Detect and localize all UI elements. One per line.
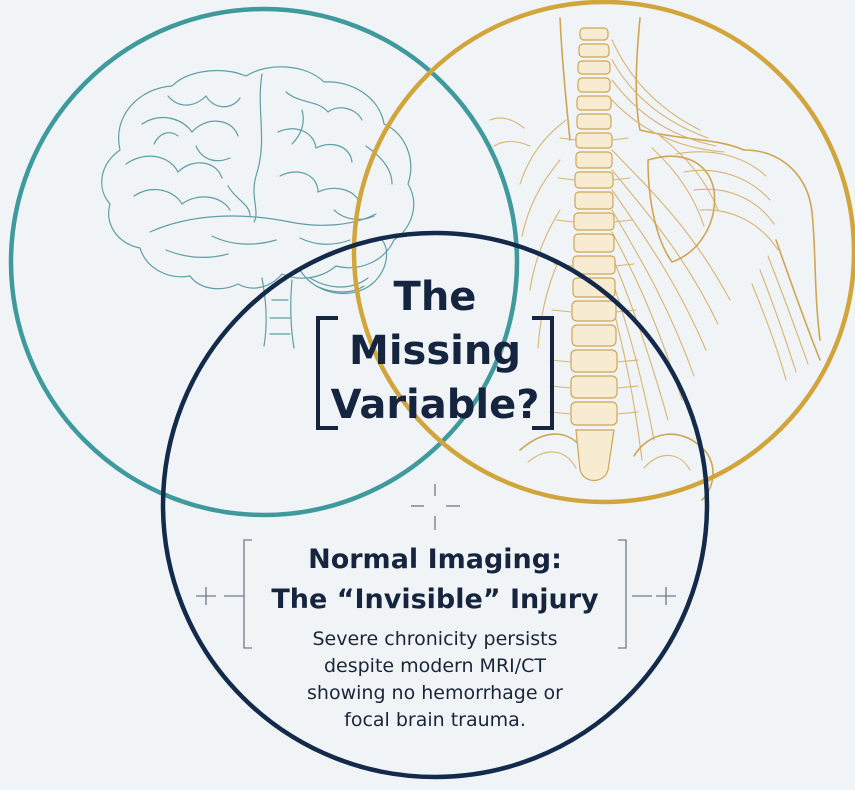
headline-line-2: Missing xyxy=(349,328,521,374)
brain-icon xyxy=(102,67,414,348)
callout-body-line: despite modern MRI/CT xyxy=(324,655,546,677)
headline-line-3: Variable? xyxy=(331,382,540,428)
callout-heading-line-1: Normal Imaging: xyxy=(308,544,562,575)
headline-line-1: The xyxy=(394,274,477,320)
callout-body-line: focal brain trauma. xyxy=(344,709,526,731)
callout-body-line: showing no hemorrhage or xyxy=(307,682,563,704)
crosshair-marker-right xyxy=(632,587,676,605)
callout-body-line: Severe chronicity persists xyxy=(312,628,557,650)
crosshair-marker-top xyxy=(411,484,460,530)
callout-heading-line-2: The “Invisible” Injury xyxy=(271,584,599,615)
crosshair-marker-left xyxy=(196,587,244,605)
